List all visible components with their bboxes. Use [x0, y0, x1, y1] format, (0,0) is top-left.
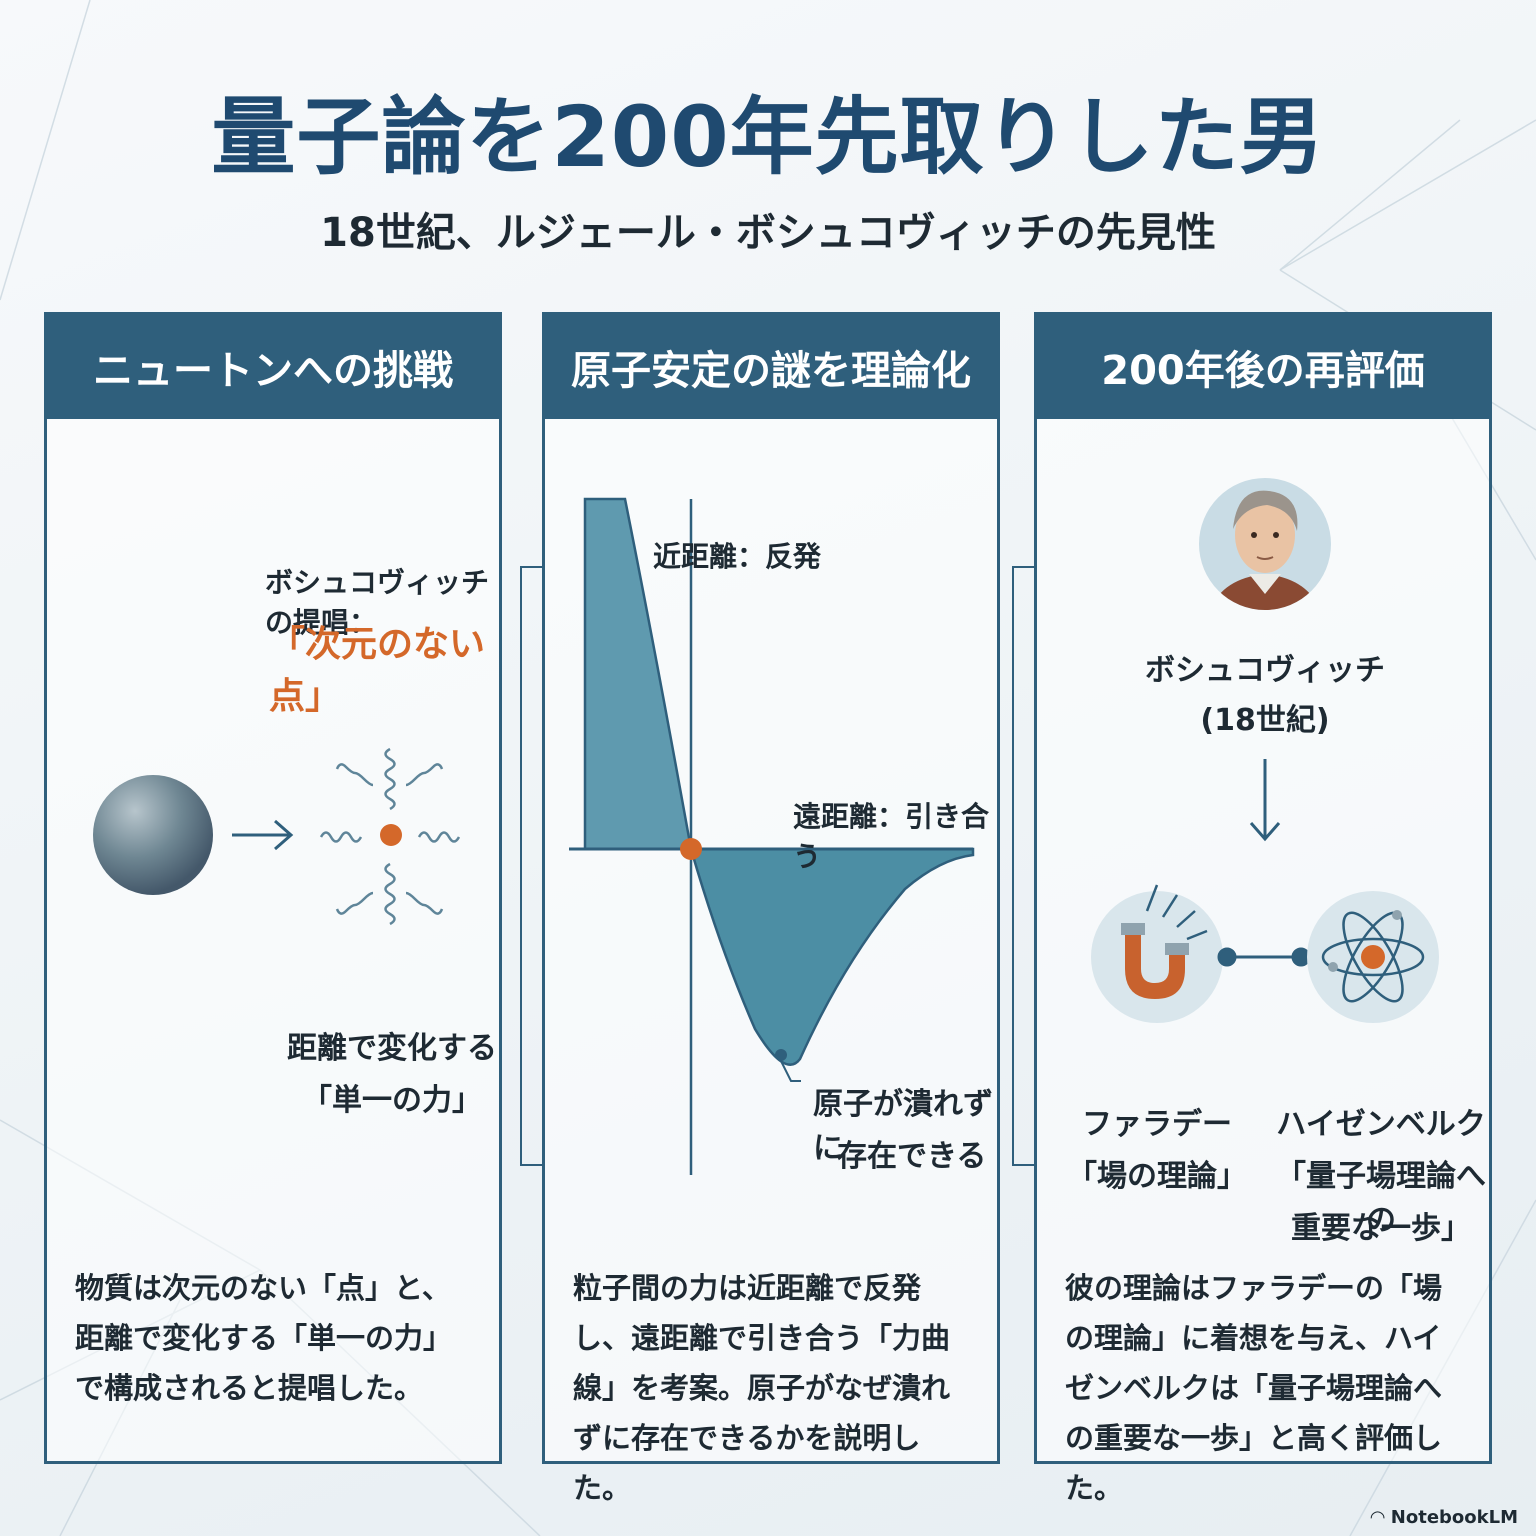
force-curve-chart	[569, 497, 975, 1175]
notebooklm-logo: ◠ NotebookLM	[1371, 1507, 1518, 1528]
atom-icon	[1307, 891, 1439, 1023]
sphere-to-point-illustration	[93, 747, 461, 926]
person-name: ボシュコヴィッチ	[1145, 653, 1385, 688]
dimensionless-point	[380, 824, 402, 846]
panel-connector-left	[520, 566, 544, 1166]
panel-body: 近距離：反発 遠距離：引き合う 原子が潰れずに 存在できる	[545, 419, 997, 1461]
panel-paragraph: 粒子間の力は近距離で反発し、遠距離で引き合う「力曲線」を考案。原子がなぜ潰れずに…	[573, 1271, 951, 1505]
force-wave-lines	[319, 747, 461, 926]
person-era: (18世紀)	[1200, 703, 1330, 738]
panel-paragraph: 物質は次元のない「点」と、距離で変化する「単一の力」で構成されると提唱した。	[75, 1271, 453, 1405]
connection-link	[1217, 947, 1311, 967]
arrow-down-icon	[1249, 759, 1281, 842]
panel-heading: 原子安定の謎を理論化	[545, 315, 997, 419]
notebooklm-label: NotebookLM	[1390, 1507, 1518, 1528]
stable-label-line1: 原子が潰れずに	[813, 1087, 993, 1166]
panel-newton-challenge: ニュートンへの挑戦 ボシュコヴィッチの提唱： 「次元のない点」	[44, 312, 502, 1464]
minimum-callout-line	[780, 1060, 801, 1082]
proposal-highlight: 「次元のない点」	[269, 624, 486, 717]
faraday-theory: 「場の理論」	[1067, 1159, 1247, 1194]
panel-atomic-stability: 原子安定の謎を理論化 近距離：反発 遠距離：引き合う 原子が潰れずに 存在できる…	[542, 312, 1000, 1505]
near-label: 近距離：反発	[653, 540, 822, 573]
panel-connector-right	[1012, 566, 1036, 1166]
influence-diagram	[1091, 759, 1439, 1023]
page-title: 量子論を200年先取りした男	[211, 88, 1325, 186]
panel-body: ボシュコヴィッチの提唱： 「次元のない点」	[47, 419, 499, 1461]
heisenberg-theory-line1: 「量子場理論への	[1276, 1159, 1486, 1238]
proposal-label: ボシュコヴィッチの提唱：	[265, 566, 490, 639]
portrait-icon	[1199, 478, 1331, 610]
faraday-name: ファラデー	[1082, 1107, 1232, 1142]
panel-paragraph: 彼の理論はファラデーの「場の理論」に着想を与え、ハイゼンベルクは「量子場理論への…	[1065, 1271, 1443, 1505]
panel-heading: ニュートンへの挑戦	[47, 315, 499, 419]
heisenberg-name: ハイゼンベルク	[1276, 1107, 1486, 1142]
solid-sphere	[93, 775, 213, 895]
heisenberg-theory-line2: 重要な一歩」	[1291, 1211, 1471, 1246]
page-subtitle: 18世紀、ルジェール・ボシュコヴィッチの先見性	[320, 210, 1216, 256]
force-label-line2: 「単一の力」	[302, 1083, 482, 1118]
arrow-right-icon	[232, 819, 294, 851]
attraction-area	[689, 847, 975, 1066]
panel-reevaluation: 200年後の再評価 ボシュコヴィッチ (18世紀)	[1034, 312, 1492, 1505]
magnet-icon	[1091, 884, 1223, 1023]
stable-label-line2: 存在できる	[837, 1139, 987, 1174]
repulsion-area	[583, 497, 693, 851]
panel-heading: 200年後の再評価	[1037, 315, 1489, 419]
notebooklm-icon: ◠	[1370, 1507, 1391, 1528]
curve-minimum-point	[775, 1049, 787, 1061]
equilibrium-point	[680, 838, 702, 860]
far-label: 遠距離：引き合う	[793, 800, 990, 873]
force-label-line1: 距離で変化する	[287, 1031, 497, 1066]
panel-body: ボシュコヴィッチ (18世紀)	[1037, 419, 1489, 1461]
